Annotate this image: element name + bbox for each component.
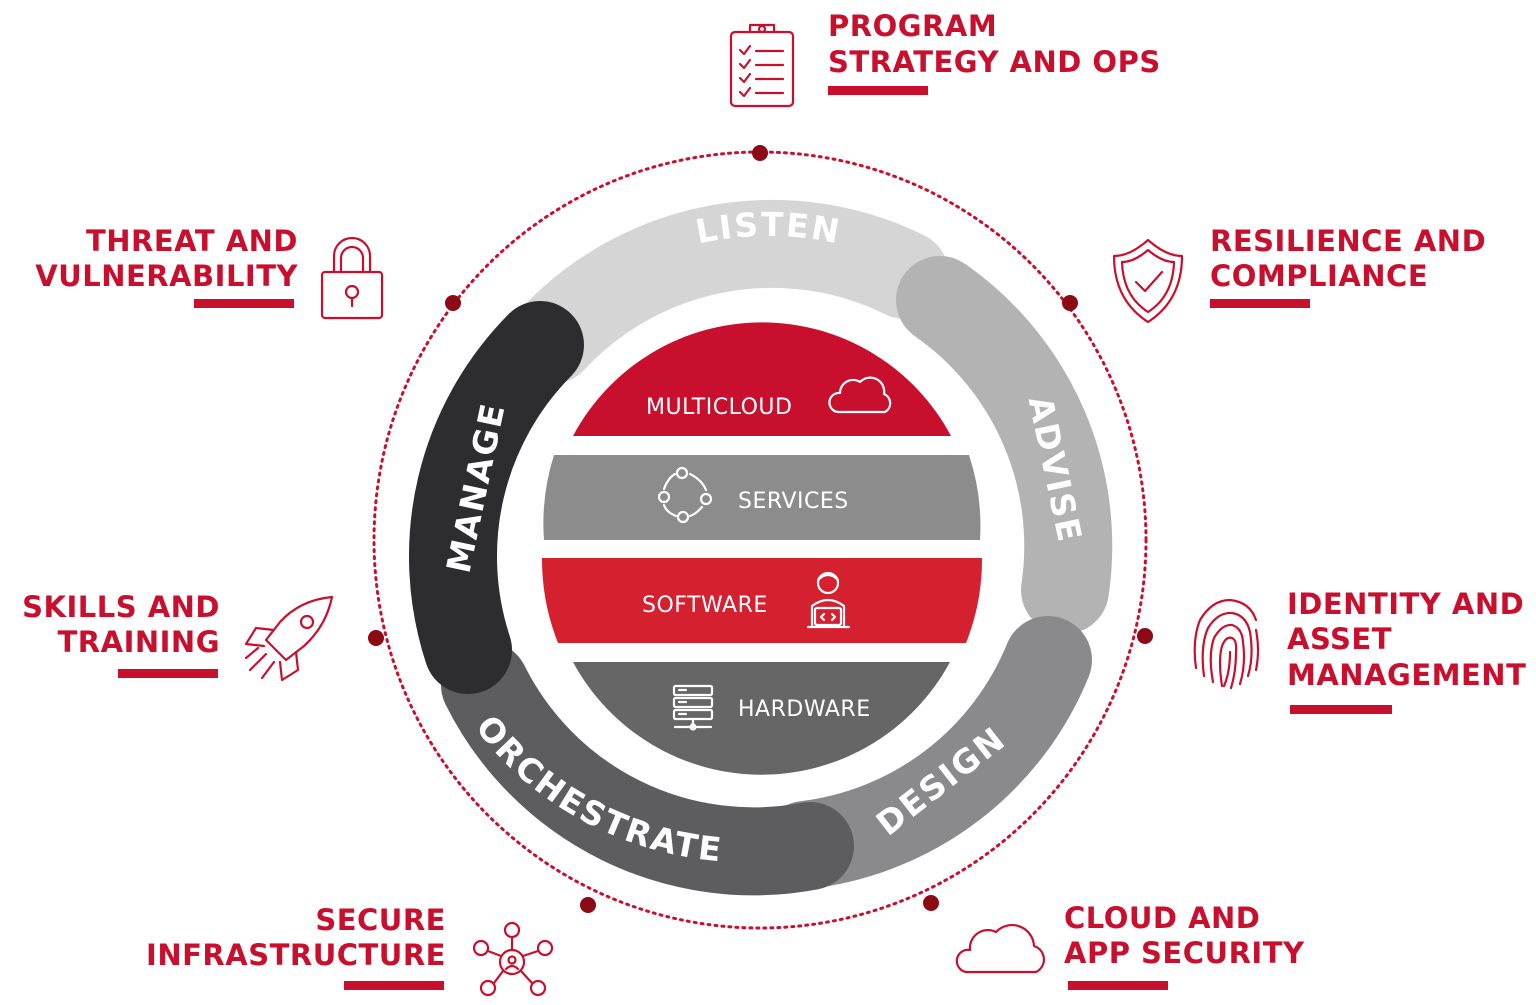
network-hub-icon <box>472 921 554 997</box>
ring-segment-manage <box>409 301 584 694</box>
clipboard-checklist-icon <box>729 23 795 108</box>
ring-node-right <box>1137 628 1153 644</box>
ring-label-listen: LISTEN <box>692 205 844 252</box>
capability-resilience: RESILIENCE AND COMPLIANCE <box>1112 224 1486 324</box>
process-ring <box>409 199 1113 896</box>
capability-threat: THREAT AND VULNERABILITY <box>35 224 384 320</box>
capability-infra-line2: INFRASTRUCTURE <box>146 938 446 972</box>
capability-program-line2: STRATEGY AND OPS <box>828 45 1161 79</box>
capability-skills-line1: SKILLS AND <box>22 590 220 624</box>
layer-multicloud <box>573 322 951 436</box>
ring-segment-advise <box>896 256 1113 634</box>
capability-threat-line1: THREAT AND <box>86 224 298 258</box>
capability-skills-line2: TRAINING <box>58 625 220 659</box>
capability-resilience-line2: COMPLIANCE <box>1210 259 1428 293</box>
padlock-icon <box>320 236 384 320</box>
capability-resilience-underline <box>1210 299 1310 308</box>
capability-identity-line1: IDENTITY AND <box>1287 587 1524 621</box>
capability-skills: SKILLS AND TRAINING <box>22 590 334 682</box>
capability-resilience-line1: RESILIENCE AND <box>1210 224 1486 258</box>
layer-label-hardware: HARDWARE <box>738 697 871 722</box>
capability-program: PROGRAM STRATEGY AND OPS <box>729 9 1161 108</box>
layer-label-multicloud: MULTICLOUD <box>646 395 792 420</box>
rocket-icon <box>244 595 334 682</box>
ring-segment-orchestrate <box>441 641 854 896</box>
ring-node-lower-right <box>923 895 939 911</box>
capability-cloud-line1: CLOUD AND <box>1064 901 1260 935</box>
capability-cloud: CLOUD AND APP SECURITY <box>955 901 1305 990</box>
ring-segment-listen <box>508 199 949 384</box>
shield-check-icon <box>1112 238 1184 324</box>
cloud-icon <box>828 376 892 414</box>
capability-identity-underline <box>1290 705 1392 714</box>
ring-node-top <box>752 145 768 161</box>
capability-identity-line2: ASSET <box>1287 622 1392 656</box>
ring-node-upper-right <box>1062 295 1078 311</box>
capability-identity: IDENTITY AND ASSET MANAGEMENT <box>1193 587 1526 714</box>
capability-program-line1: PROGRAM <box>828 9 997 43</box>
capability-skills-underline <box>118 669 218 678</box>
capability-threat-underline <box>194 299 294 308</box>
fingerprint-icon <box>1193 598 1260 690</box>
capability-cloud-line2: APP SECURITY <box>1064 936 1305 970</box>
capability-cloud-underline <box>1068 981 1168 990</box>
developer-icon <box>806 571 851 629</box>
capability-identity-line3: MANAGEMENT <box>1287 658 1526 692</box>
ring-node-left <box>368 630 384 646</box>
capability-program-underline <box>828 86 928 95</box>
layer-label-services: SERVICES <box>738 489 849 514</box>
capability-infra-line1: SECURE <box>315 903 446 937</box>
capability-infra: SECURE INFRASTRUCTURE <box>146 903 554 997</box>
capability-infra-underline <box>344 981 444 990</box>
ring-node-upper-left <box>445 295 461 311</box>
core-layers: MULTICLOUD SERVICES SOFTWARE <box>541 322 983 775</box>
ring-nodes <box>368 145 1153 913</box>
layer-label-software: SOFTWARE <box>642 593 768 618</box>
cloud-outline-icon <box>955 923 1046 974</box>
layer-software <box>541 558 983 643</box>
ring-node-lower-left <box>580 897 596 913</box>
capability-threat-line2: VULNERABILITY <box>35 259 298 293</box>
server-icon <box>672 684 714 731</box>
cycle-icon <box>657 466 713 524</box>
layer-services <box>543 455 981 540</box>
layer-hardware <box>573 662 950 775</box>
